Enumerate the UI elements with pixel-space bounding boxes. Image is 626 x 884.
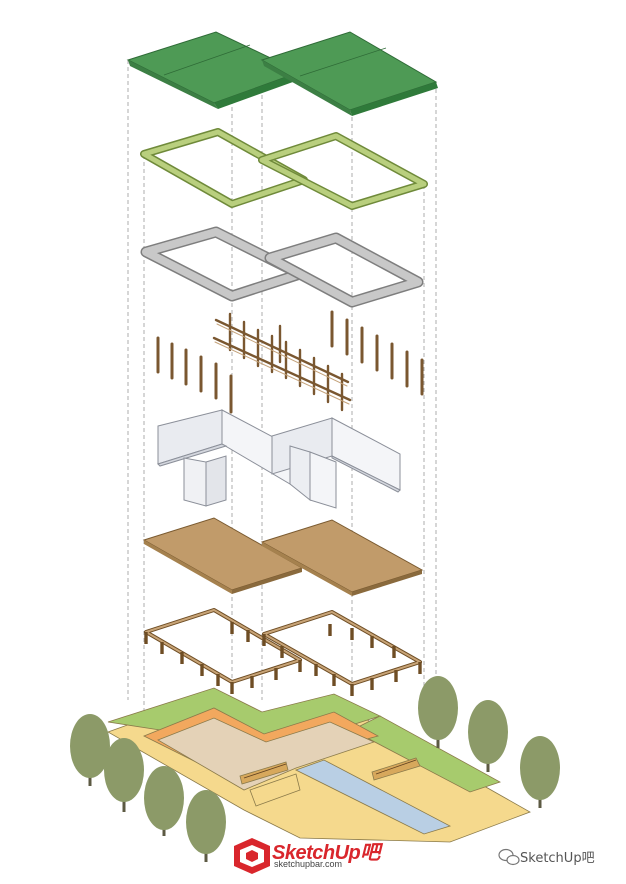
tree-left-1	[70, 714, 110, 786]
sketchup-logo-icon	[234, 838, 270, 874]
tree-left-3	[144, 766, 184, 836]
tree-left-4	[186, 790, 226, 862]
site-trees	[70, 676, 560, 862]
tree-right-1	[418, 676, 458, 748]
roof-panel-right	[260, 31, 438, 111]
timber-frame-layer	[156, 310, 424, 414]
roof-frame-layer	[140, 128, 428, 210]
floor-slabs-layer	[142, 517, 424, 596]
tree-right-3	[520, 736, 560, 808]
logo-text: SketchUp吧	[272, 842, 380, 864]
wechat-icon	[498, 848, 520, 866]
sketchup-logo: SketchUp吧 sketchupbar.com	[232, 834, 402, 874]
site-base-layer	[107, 687, 531, 843]
wall-panels-layer	[157, 409, 401, 509]
foundation-frame-layer	[144, 608, 422, 696]
logo-url: sketchupbar.com	[274, 859, 343, 869]
tree-right-2	[468, 700, 508, 772]
tree-left-2	[104, 738, 144, 812]
wechat-label: SketchUp吧	[520, 851, 595, 866]
roof-panels-layer	[126, 31, 438, 116]
concrete-beam-layer	[140, 226, 424, 308]
